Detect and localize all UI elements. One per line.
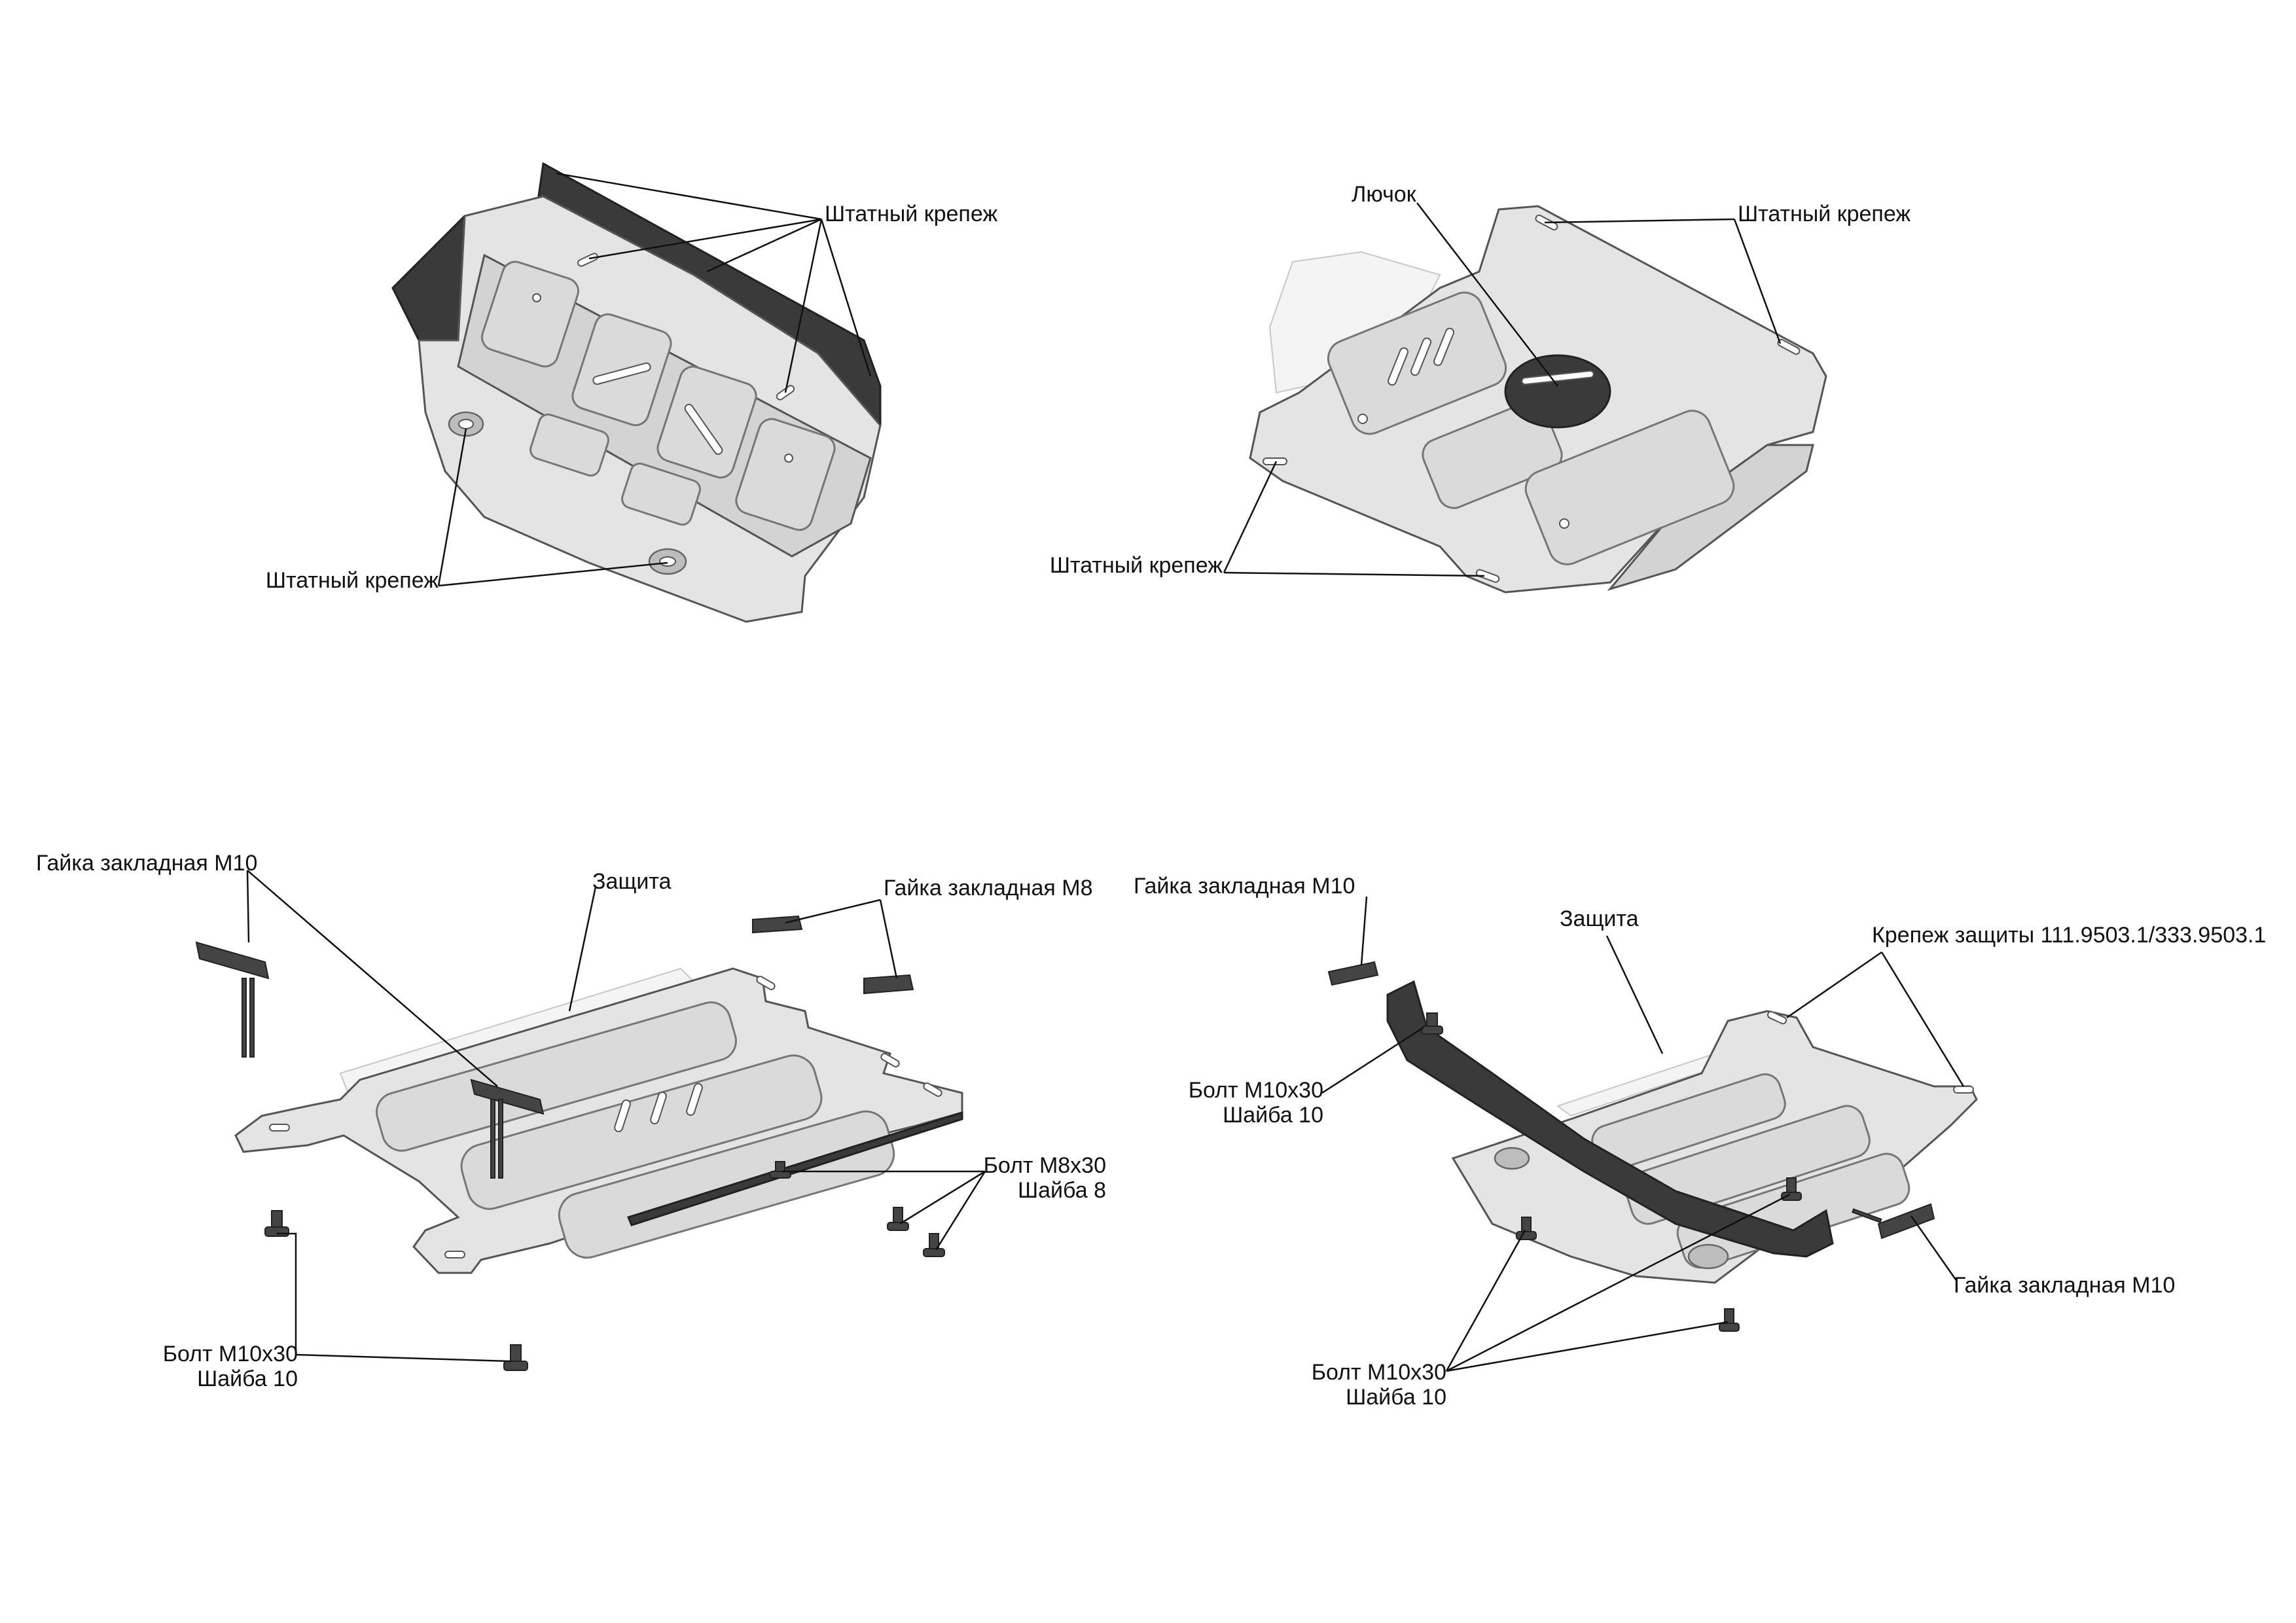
v3-leaders [246,870,986,1363]
v1-recess-1 [529,413,609,477]
v1-pocket-3 [656,365,757,479]
v4-bolt-d [1719,1308,1740,1332]
v4-mount-hole-1 [1494,1147,1530,1170]
v2-fixing-bottom-label: Штатный крепеж [1049,553,1223,578]
v4-mount-hole-2 [1687,1243,1729,1270]
v4-guard-label: Защита [1560,906,1639,931]
v3-nut-m10-inner [470,1079,545,1115]
view-3-guard [234,967,963,1274]
v3-nut-m10-left-wire2 [249,978,255,1058]
v2-pocket-lower [1422,401,1563,509]
v3-bolt-m8-label-1: Болт М8х30 [983,1153,1106,1178]
v3-flange-slot-2 [444,1251,465,1258]
v2-hole-2 [1559,518,1570,529]
v2-hatch-label: Лючок [1352,182,1416,207]
view-1-guard [391,162,882,623]
v3-bolt-m10-label-1: Болт М10х30 [162,1342,298,1366]
v1-fixing-bottom-label: Штатный крепеж [265,568,439,593]
v3-nut-m10-label: Гайка закладная М10 [36,851,258,876]
v4-mount-label: Крепеж защиты 111.9503.1/333.9503.1 [1872,923,2267,948]
v4-mount-beam [1386,980,1834,1258]
v2-slot-2 [1410,337,1431,376]
v3-nut-m10-inner-wire2 [498,1099,503,1179]
v4-nut-m10-top-label: Гайка закладная М10 [1134,874,1355,899]
v1-pocket-1 [481,260,579,368]
v1-leaders [437,172,872,587]
v1-pocket-4 [735,418,836,531]
v4-bolt-bottom-label-1: Болт М10х30 [1311,1360,1446,1385]
v2-slot-bottom [1475,569,1500,583]
v4-nut-m10-right-label: Гайка закладная М10 [1954,1273,2176,1298]
v3-channel-1 [376,1001,737,1152]
v3-channel-2 [460,1054,823,1210]
v3-nut-m10-inner-wire [490,1099,495,1179]
v1-recess-2 [621,462,701,526]
view-2-guard [1249,205,1827,594]
v3-bolt-m8-label-2: Шайба 8 [1017,1178,1106,1203]
v4-slot-1 [1767,1010,1787,1025]
v2-pocket-right [1524,410,1735,565]
v3-guard-label: Защита [592,869,672,894]
v3-flange-slot-1 [269,1124,290,1132]
v2-fixing-top-label: Штатный крепеж [1738,202,1911,226]
v3-nut-m8-label: Гайка закладная М8 [884,876,1093,901]
v4-bolt-left-label-1: Болт М10х30 [1188,1078,1323,1103]
v3-flange-slot-5 [923,1082,942,1097]
v2-hatch [1504,354,1611,429]
v3-slot-3 [686,1082,703,1116]
v1-mount-hole-1-inner [458,419,474,429]
v1-fixing-top-label: Штатный крепеж [825,202,998,226]
v2-slot-1 [1388,347,1408,386]
v3-bolt-m10-label-2: Шайба 10 [197,1366,298,1391]
v3-bolt-m10-b [503,1344,528,1371]
v4-leaders [1321,896,1965,1372]
v3-slot-1 [614,1099,631,1133]
v3-flange-slot-3 [756,976,776,990]
v3-flange-slot-4 [880,1053,900,1067]
v3-slot-2 [650,1091,667,1125]
v1-slot-2 [684,404,723,455]
v2-hole-1 [1357,414,1368,424]
v3-nut-m10-left [195,941,270,980]
v4-nut-m10-right-wire [1852,1208,1882,1223]
v1-hole-2 [784,454,793,463]
v4-bolt-left-label-2: Шайба 10 [1223,1103,1323,1128]
v1-mount-hole-2-inner [659,556,676,567]
v3-bottom-edge [626,1111,963,1226]
v4-bolt-b [1781,1177,1802,1201]
v4-bolt-bottom-label-2: Шайба 10 [1346,1385,1446,1410]
v2-slot-3 [1433,327,1454,366]
v4-bolt-a [1421,1012,1443,1035]
v3-bolt-m10-a [264,1210,289,1237]
v3-bolt-m8-b [923,1233,945,1257]
v3-bolt-m8-c [769,1161,791,1179]
v2-slot-right [1777,338,1801,355]
v1-slot-1 [592,362,651,385]
v1-hole-1 [532,293,541,302]
v3-parts [195,915,945,1371]
v4-nut-m10-top [1327,961,1379,986]
v2-leaders [1223,202,1782,577]
v4-bracket [1327,961,1935,1332]
view-4-guard [1451,1010,1978,1284]
v3-bolt-m8-a [887,1207,909,1231]
v4-nut-m10-right [1877,1203,1935,1240]
v3-nut-m8-2 [863,974,914,995]
v3-nut-m10-left-wire [242,978,247,1058]
v2-hatch-slot [1521,370,1594,385]
v3-nut-m8-1 [752,915,803,934]
v1-flange-slot-1 [577,253,598,267]
v4-slot-2 [1953,1086,1974,1094]
